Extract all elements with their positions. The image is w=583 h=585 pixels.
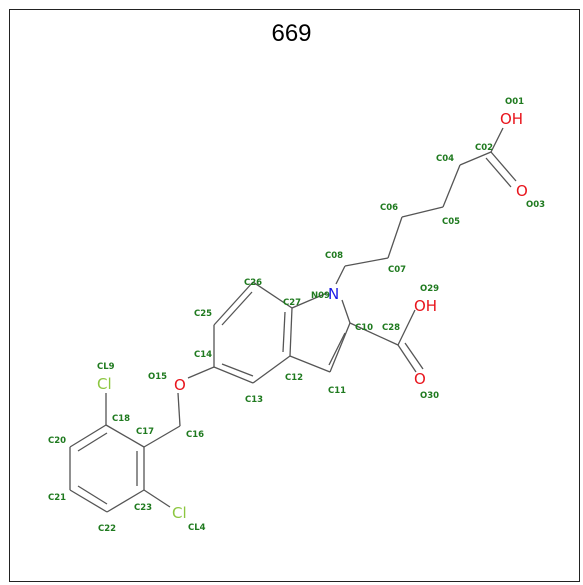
bond-c18-c20-double xyxy=(77,432,108,452)
bond-n09-c10 xyxy=(341,299,351,324)
atom-label-cl9: CL9 xyxy=(97,362,115,372)
bond-c10-c11-double xyxy=(328,332,346,366)
atom-label-c21: C21 xyxy=(48,493,66,503)
bond-c11-c12 xyxy=(289,355,331,373)
bond-c16-c17 xyxy=(143,425,181,448)
atom-label-c14: C14 xyxy=(194,350,212,360)
bond-c26-c25-double xyxy=(221,291,253,326)
symbol-o-ether: O xyxy=(174,376,186,394)
atom-label-c26: C26 xyxy=(244,278,262,288)
atom-label-o01: O01 xyxy=(505,97,524,107)
symbol-oh-top: OH xyxy=(500,110,523,128)
atom-label-c11: C11 xyxy=(328,386,346,396)
element-symbols: OH O N OH O O Cl Cl xyxy=(97,110,528,522)
symbol-o-carboxyl-top: O xyxy=(516,182,528,200)
bond-c27-c26 xyxy=(252,281,293,309)
bond-c21-c22 xyxy=(69,489,108,513)
atom-label-o03: O03 xyxy=(526,200,545,210)
atom-label-c06: C06 xyxy=(380,203,398,213)
atom-label-n09: N09 xyxy=(311,291,330,301)
bond-c14-o15 xyxy=(187,366,215,379)
symbol-cl-lower: Cl xyxy=(172,504,187,522)
bond-c07-c08 xyxy=(344,257,389,267)
bond-c18-c20 xyxy=(69,424,107,448)
bond-c02-c04 xyxy=(459,151,492,166)
bond-c28-o30 xyxy=(397,344,417,373)
atom-label-c22: C22 xyxy=(98,524,116,534)
bond-c10-c28 xyxy=(349,322,399,346)
molecule-id: 669 xyxy=(271,20,312,47)
bond-c02-o03 xyxy=(490,151,517,182)
bond-c04-c05 xyxy=(442,164,461,208)
bond-c08-n09 xyxy=(335,265,346,285)
bond-c10-c11 xyxy=(329,322,351,373)
bond-c17-c18 xyxy=(105,424,145,448)
atom-label-cl4: CL4 xyxy=(188,523,206,533)
atom-label-c18: C18 xyxy=(112,414,130,424)
atom-label-c17: C17 xyxy=(136,427,154,437)
atom-label-o30: O30 xyxy=(420,391,439,401)
bond-c21-c22-double xyxy=(77,485,108,505)
atom-label-c25: C25 xyxy=(194,309,212,319)
bond-c28-o29 xyxy=(397,309,416,346)
atom-label-c12: C12 xyxy=(285,373,303,383)
atom-label-c28: C28 xyxy=(382,323,400,333)
atom-label-c16: C16 xyxy=(186,430,204,440)
bond-c14-c13 xyxy=(213,366,254,384)
atom-label-c05: C05 xyxy=(442,217,460,227)
bond-c13-c12 xyxy=(252,355,291,384)
atom-label-c08: C08 xyxy=(325,251,343,261)
atom-label-o15: O15 xyxy=(148,372,167,382)
bond-c06-c07 xyxy=(387,216,403,259)
atom-labels: O01 C02 O03 C04 C05 C06 C07 C08 N09 C10 … xyxy=(48,97,545,534)
atom-label-c04: C04 xyxy=(436,154,454,164)
symbol-o-ring-carbonyl: O xyxy=(414,370,426,388)
symbol-cl-upper: Cl xyxy=(97,375,112,393)
atom-label-c20: C20 xyxy=(48,436,66,446)
atom-label-c07: C07 xyxy=(388,265,406,275)
atom-label-c02: C02 xyxy=(475,143,493,153)
bond-c22-c23 xyxy=(106,489,145,513)
bond-group xyxy=(69,127,517,513)
bond-c02-o03-double xyxy=(485,157,512,188)
atom-label-c13: C13 xyxy=(245,395,263,405)
atom-label-o29: O29 xyxy=(420,284,439,294)
symbol-oh-ring: OH xyxy=(414,297,437,315)
bond-c28-o30-double xyxy=(404,342,424,370)
bond-c27-n09 xyxy=(291,292,328,309)
atom-label-c10: C10 xyxy=(355,323,373,333)
bond-c05-c06 xyxy=(401,206,444,218)
atom-label-c27: C27 xyxy=(283,298,301,308)
bond-c26-c25 xyxy=(213,281,254,326)
symbol-n-ring: N xyxy=(328,285,339,303)
bond-c23-cl4 xyxy=(143,489,171,508)
bond-o15-c16 xyxy=(177,392,181,427)
bond-c12-c27 xyxy=(289,307,293,357)
bond-c12-c27-inner xyxy=(282,311,286,353)
bond-c14-c13-double xyxy=(221,363,254,377)
bond-c02-o01 xyxy=(490,127,504,153)
structure-frame xyxy=(9,9,580,582)
atom-label-c23: C23 xyxy=(134,503,152,513)
